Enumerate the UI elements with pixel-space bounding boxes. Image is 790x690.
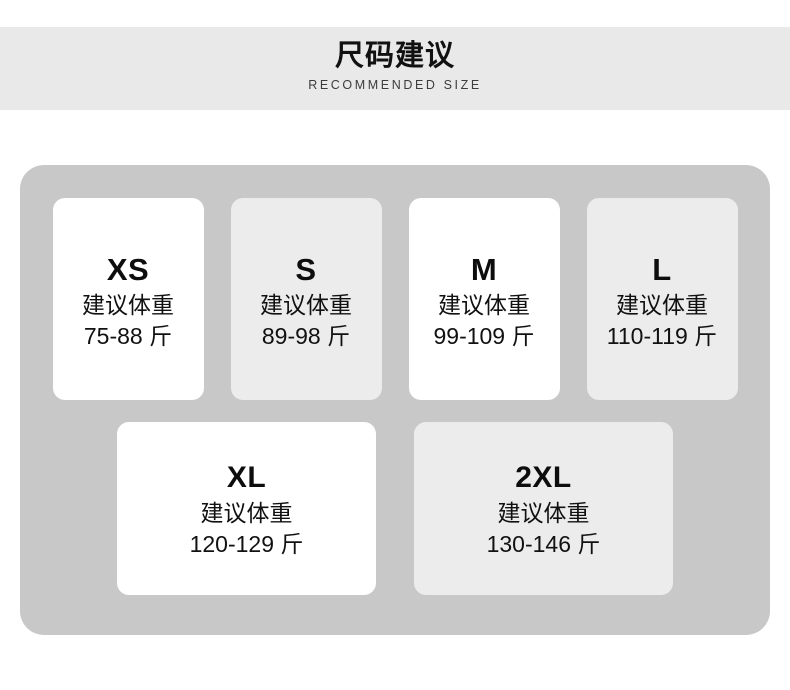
size-card-row-bottom: XL 建议体重 120-129 斤 2XL 建议体重 130-146 斤 bbox=[40, 422, 750, 595]
size-label: XS bbox=[106, 251, 150, 287]
size-card-xs[interactable]: XS 建议体重 75-88 斤 bbox=[52, 198, 204, 400]
size-chart-panel: XS 建议体重 75-88 斤 S 建议体重 89-98 斤 M 建议体重 99… bbox=[20, 165, 770, 635]
weight-caption: 建议体重 bbox=[82, 291, 174, 318]
size-card-row-top: XS 建议体重 75-88 斤 S 建议体重 89-98 斤 M 建议体重 99… bbox=[40, 198, 750, 400]
size-card-xl[interactable]: XL 建议体重 120-129 斤 bbox=[117, 422, 376, 595]
weight-range: 99-109 斤 bbox=[433, 322, 535, 349]
size-card-m[interactable]: M 建议体重 99-109 斤 bbox=[408, 198, 560, 400]
weight-range: 110-119 斤 bbox=[606, 322, 718, 349]
weight-caption: 建议体重 bbox=[497, 500, 590, 526]
weight-caption: 建议体重 bbox=[438, 291, 530, 318]
weight-range: 120-129 斤 bbox=[189, 531, 304, 557]
size-label: L bbox=[652, 251, 672, 287]
header-band: 尺码建议 RECOMMENDED SIZE bbox=[0, 27, 790, 110]
weight-range: 130-146 斤 bbox=[486, 531, 601, 557]
weight-caption: 建议体重 bbox=[200, 500, 293, 526]
size-label: M bbox=[470, 251, 498, 287]
size-label: S bbox=[295, 251, 317, 287]
size-card-2xl[interactable]: 2XL 建议体重 130-146 斤 bbox=[414, 422, 673, 595]
size-label: XL bbox=[226, 461, 267, 494]
weight-caption: 建议体重 bbox=[616, 291, 708, 318]
page-subtitle: RECOMMENDED SIZE bbox=[308, 78, 482, 92]
weight-caption: 建议体重 bbox=[260, 291, 352, 318]
page-title: 尺码建议 bbox=[334, 40, 455, 72]
size-card-s[interactable]: S 建议体重 89-98 斤 bbox=[230, 198, 382, 400]
weight-range: 75-88 斤 bbox=[83, 322, 173, 349]
size-card-l[interactable]: L 建议体重 110-119 斤 bbox=[586, 198, 738, 400]
weight-range: 89-98 斤 bbox=[261, 322, 351, 349]
size-label: 2XL bbox=[515, 461, 572, 494]
